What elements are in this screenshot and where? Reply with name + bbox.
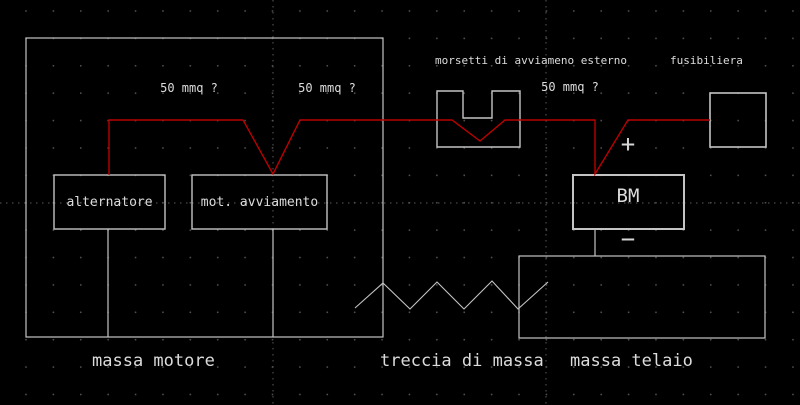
power-wire[interactable] <box>108 119 710 177</box>
wire-gauge-label-left[interactable]: 50 mmq ? <box>160 81 218 95</box>
treccia-di-massa-zigzag[interactable] <box>354 280 549 310</box>
wire-gauge-label-right[interactable]: 50 mmq ? <box>541 80 599 94</box>
fusibiliera-label[interactable]: fusibiliera <box>670 54 743 67</box>
massa-telaio-box[interactable] <box>518 255 766 339</box>
treccia-di-massa-label[interactable]: treccia di massa <box>380 351 544 371</box>
massa-motore-box[interactable] <box>25 37 384 338</box>
massa-telaio-label[interactable]: massa telaio <box>570 351 693 371</box>
morsetti-block[interactable] <box>436 90 521 148</box>
morsetti-label[interactable]: morsetti di avviameno esterno <box>435 54 627 67</box>
mot-avviamento-box[interactable] <box>191 174 328 230</box>
bm-label[interactable]: BM <box>617 185 640 207</box>
plus-symbol: + <box>621 130 635 158</box>
minus-symbol: − <box>621 225 635 253</box>
alternatore-label[interactable]: alternatore <box>66 195 152 210</box>
fusibiliera-box[interactable] <box>709 92 767 148</box>
massa-motore-label[interactable]: massa motore <box>92 351 215 371</box>
wire-gauge-label-mid[interactable]: 50 mmq ? <box>298 81 356 95</box>
mot-avviamento-label[interactable]: mot. avviamento <box>201 195 318 210</box>
bm-box[interactable] <box>572 174 685 230</box>
